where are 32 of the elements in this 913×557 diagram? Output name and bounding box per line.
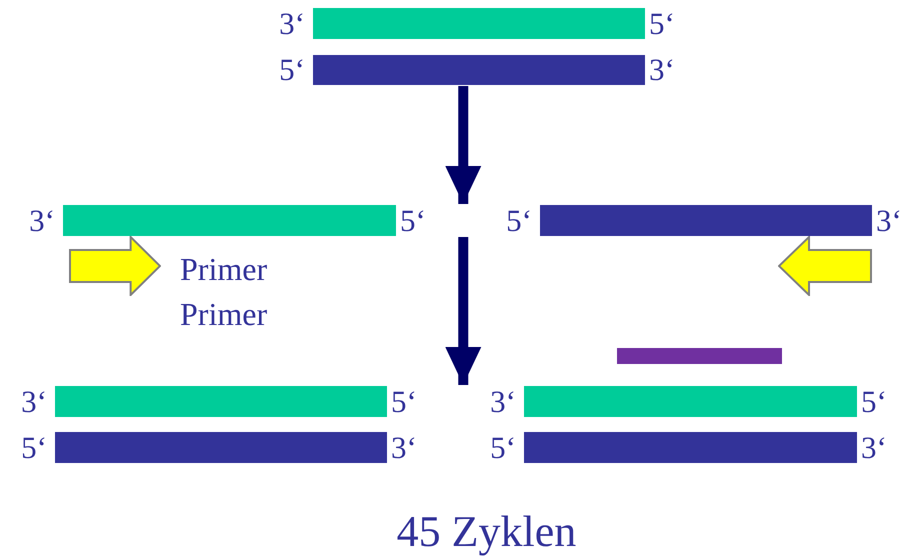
strand-end-label: 5‘ xyxy=(490,430,516,464)
strand-end-label: 5‘ xyxy=(21,430,47,464)
process-arrow xyxy=(445,237,482,385)
strand-end-label: 5‘ xyxy=(861,384,887,418)
primer-label: Primer xyxy=(180,252,268,286)
process-arrow xyxy=(445,86,482,204)
strand-end-label: 5‘ xyxy=(279,53,305,87)
primer-arrow xyxy=(69,236,161,296)
strand-end-label: 3‘ xyxy=(649,53,675,87)
dna-strand-bar xyxy=(524,432,857,463)
strand-end-label: 3‘ xyxy=(876,204,902,238)
dna-strand-bar xyxy=(524,386,857,417)
dna-strand-bar xyxy=(313,55,645,85)
strand-end-label: 3‘ xyxy=(391,430,417,464)
strand-end-label: 3‘ xyxy=(279,6,305,40)
dna-strand-bar xyxy=(617,348,782,364)
strand-end-label: 3‘ xyxy=(861,430,887,464)
strand-end-label: 3‘ xyxy=(21,384,47,418)
strand-end-label: 5‘ xyxy=(506,204,532,238)
dna-strand-bar xyxy=(55,432,387,463)
strand-end-label: 5‘ xyxy=(391,384,417,418)
dna-strand-bar xyxy=(540,205,872,236)
dna-strand-bar xyxy=(63,205,396,236)
caption: 45 Zyklen xyxy=(396,508,578,556)
strand-end-label: 5‘ xyxy=(649,6,675,40)
strand-end-label: 3‘ xyxy=(490,384,516,418)
strand-end-label: 3‘ xyxy=(29,204,55,238)
primer-arrow xyxy=(778,236,872,296)
strand-end-label: 5‘ xyxy=(400,204,426,238)
primer-label: Primer xyxy=(180,297,268,331)
dna-strand-bar xyxy=(55,386,387,417)
dna-strand-bar xyxy=(313,8,645,39)
